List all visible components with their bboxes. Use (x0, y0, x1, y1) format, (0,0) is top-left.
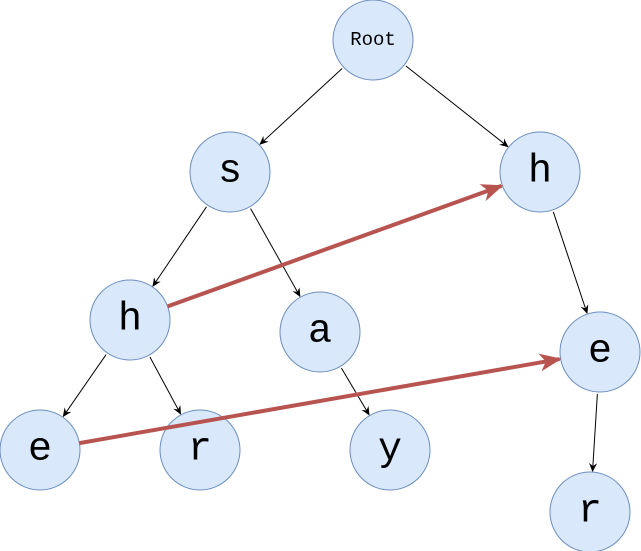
node-circle (279, 291, 361, 373)
node-label: a (308, 310, 332, 355)
node-circle (549, 471, 631, 551)
edge-root-s (259, 68, 343, 145)
node-label: h (528, 150, 552, 195)
node-label: s (218, 150, 242, 195)
suffix-links (79, 184, 562, 446)
node-circle (332, 0, 414, 81)
edge-a-y (340, 367, 370, 416)
node-circle (349, 409, 431, 491)
edge-h2-e1 (62, 354, 107, 418)
node-root: Root (332, 0, 414, 81)
node-h1: h (499, 131, 581, 213)
node-label: e (588, 330, 612, 375)
node-circle (499, 131, 581, 213)
node-a: a (279, 291, 361, 373)
edge-root-h1 (405, 65, 509, 148)
edges (62, 65, 598, 473)
node-label: r (578, 490, 602, 535)
node-e2: e (559, 311, 641, 393)
node-label: r (188, 428, 212, 473)
node-circle (189, 131, 271, 213)
node-circle (159, 409, 241, 491)
node-label: y (378, 428, 402, 473)
node-s: s (189, 131, 271, 213)
node-h2: h (89, 279, 171, 361)
node-circle (559, 311, 641, 393)
node-circle (89, 279, 171, 361)
node-r1: r (159, 409, 241, 491)
edge-s-h2 (152, 206, 207, 287)
node-label: Root (350, 29, 396, 51)
node-label: h (118, 298, 142, 343)
node-y: y (349, 409, 431, 491)
edge-e2-r2 (589, 393, 598, 473)
node-circle (0, 409, 81, 491)
edge-h2-r1 (149, 356, 182, 415)
suffix-link-h2-h1 (166, 184, 504, 309)
edge-s-a (250, 208, 301, 298)
suffix-link-e1-e2 (79, 353, 562, 446)
node-e1: e (0, 409, 81, 491)
edge-h1-e2 (552, 211, 589, 315)
node-label: e (28, 428, 52, 473)
node-r2: r (549, 471, 631, 551)
